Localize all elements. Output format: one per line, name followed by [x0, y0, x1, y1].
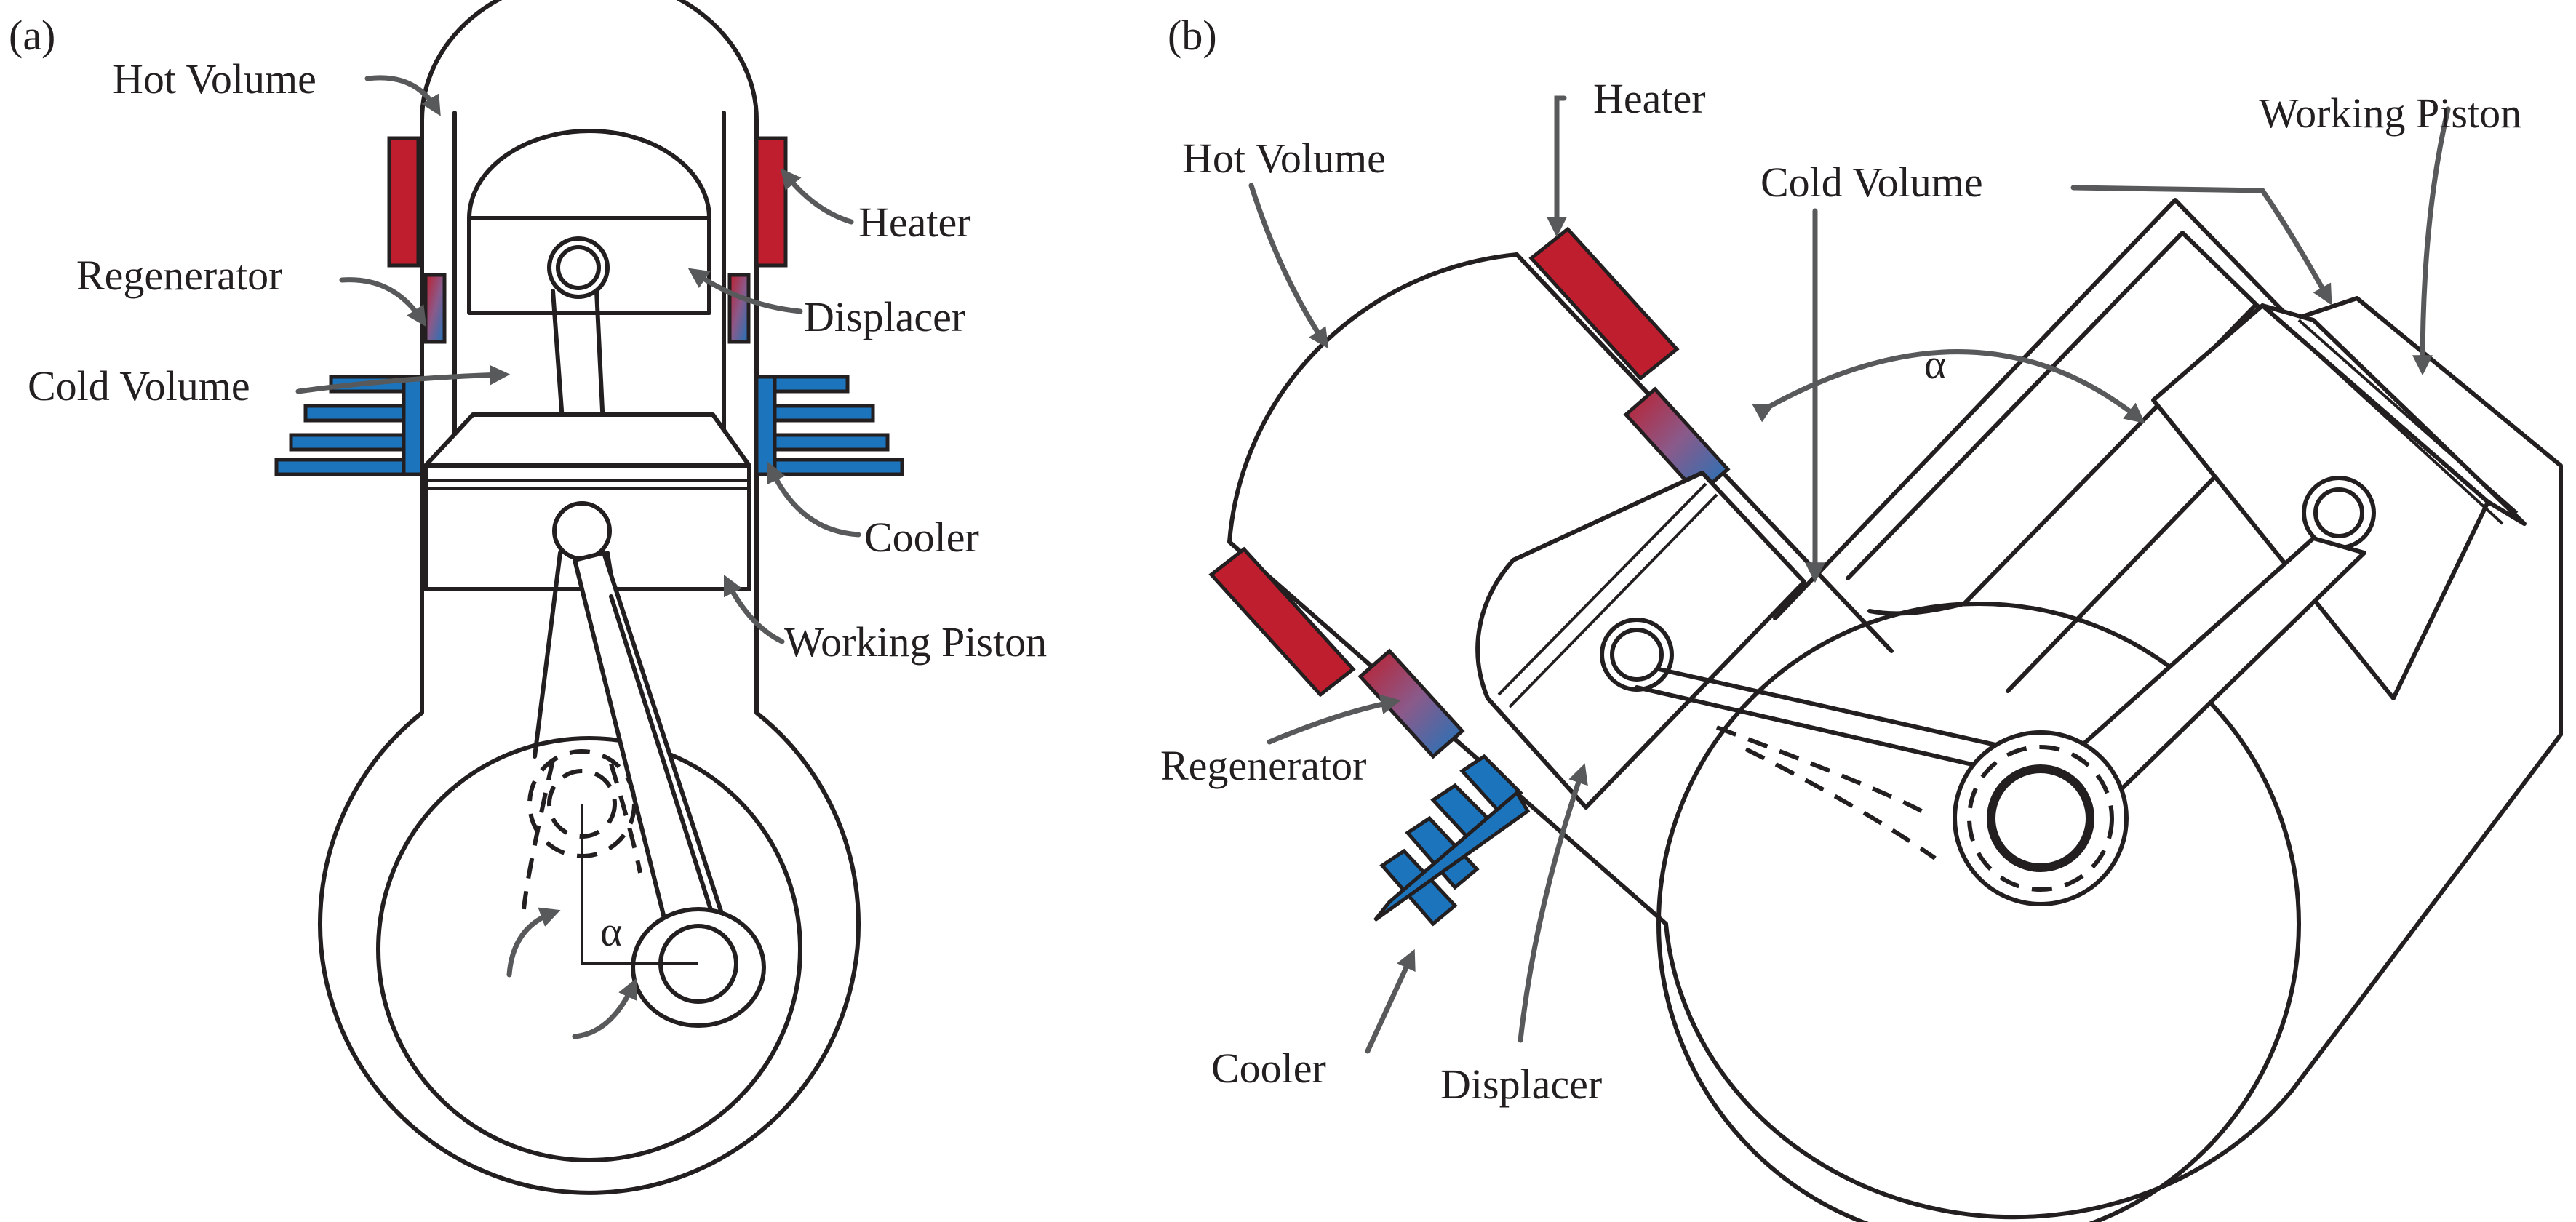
label-a-cooler: Cooler	[864, 514, 979, 561]
heater-a-left	[387, 136, 420, 268]
crankcase-b-inner	[1656, 602, 2301, 1222]
label-b-cooler: Cooler	[1211, 1045, 1326, 1092]
arrow-b-hot-volume	[1248, 183, 1329, 349]
arrow-a-working-piston	[723, 574, 785, 644]
arrow-a-cold-volume	[295, 364, 511, 394]
heater-b-top	[1528, 226, 1680, 381]
rotation-arrow-a-1	[506, 907, 561, 978]
engine-a-outline	[318, 0, 861, 1195]
arrow-a-regenerator	[339, 277, 427, 327]
label-a-regenerator: Regenerator	[76, 252, 282, 299]
displacer-b-conrod	[1635, 667, 2017, 773]
label-b-regenerator: Regenerator	[1160, 742, 1366, 789]
regenerator-b-bottom	[1357, 648, 1465, 759]
crank-b-bigend	[1953, 730, 2129, 906]
panel-a: (a) Hot Volume Heater Regenerator Displa…	[9, 0, 1047, 1195]
crankcase-a	[376, 736, 802, 1162]
crank-b-pin	[1987, 764, 2094, 872]
label-b-alpha: α	[1924, 340, 1946, 388]
cooler-a-left	[274, 375, 424, 476]
working-piston-a-crown	[423, 412, 751, 468]
label-a-cold-volume: Cold Volume	[28, 362, 250, 410]
label-b-heater: Heater	[1593, 75, 1706, 122]
arrow-b-cooler	[1365, 949, 1416, 1054]
arrow-b-regenerator	[1267, 694, 1401, 745]
displacer-a	[467, 129, 711, 220]
label-b-hot-volume: Hot Volume	[1182, 135, 1386, 182]
cooler-b	[1373, 754, 1531, 927]
label-a-working-piston: Working Piston	[784, 618, 1047, 666]
cooler-a-right	[754, 375, 904, 476]
label-b-working-piston: Working Piston	[2259, 89, 2521, 137]
heater-a-right	[754, 136, 788, 268]
arrow-b-heater	[1547, 95, 1567, 238]
label-a-hot-volume: Hot Volume	[113, 55, 316, 103]
hot-cylinder-b-outline	[1227, 252, 1668, 926]
arrow-b-displacer	[1518, 763, 1588, 1043]
panel-b: (b) Heater Working Piston Hot Volume Col…	[1160, 12, 2563, 1222]
arrow-a-hot-volume	[364, 75, 441, 116]
arrow-a-heater	[781, 168, 854, 225]
crank-a-bigend	[631, 907, 766, 1028]
label-a-heater: Heater	[858, 199, 971, 246]
alpha-b-arc	[1752, 349, 2145, 423]
regenerator-a-left	[423, 273, 447, 344]
arrow-a-cooler	[767, 461, 861, 538]
heater-b-bottom	[1208, 546, 1356, 698]
crankcase-b-outline	[1664, 198, 2563, 1220]
panel-a-tag: (a)	[9, 12, 55, 59]
arrow-a-displacer	[687, 268, 803, 314]
arrow-b-working-piston	[2412, 106, 2451, 376]
label-b-cold-volume: Cold Volume	[1760, 159, 1983, 206]
regenerator-a-right	[727, 273, 751, 344]
working-piston-b-rings	[2260, 303, 2527, 526]
cold-volume-b-wall	[1867, 303, 2257, 616]
alpha-a-axes	[581, 804, 698, 965]
label-a-displacer: Displacer	[804, 293, 965, 340]
working-piston-a-pin	[552, 501, 612, 561]
label-b-displacer: Displacer	[1440, 1061, 1602, 1108]
rotation-arrow-a-2	[572, 978, 637, 1039]
label-a-alpha: α	[600, 908, 622, 955]
regenerator-b-top	[1623, 386, 1731, 498]
panel-b-tag: (b)	[1168, 12, 1217, 59]
arrow-b-cold-volume-2	[2070, 185, 2332, 306]
